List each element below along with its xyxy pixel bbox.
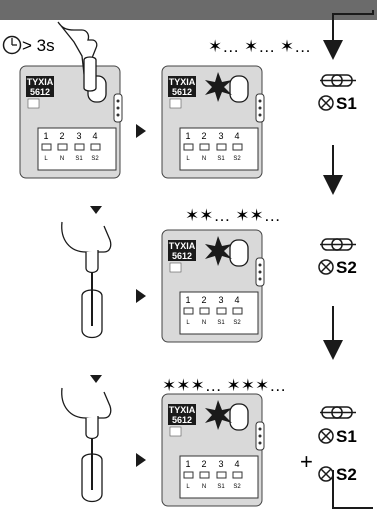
terminal-number: 2 [201,459,206,469]
device-model: 5612 [172,251,192,261]
led-flash-icon [205,236,232,266]
output-label: S2 [336,258,357,277]
terminal-label: N [202,156,206,162]
combine-plus: + [300,449,313,474]
next-arrow-icon [136,289,146,303]
hand-tool-icon [61,387,112,503]
output-label: S2 [336,465,357,484]
device-step-1-flash: TYXIA 5612 1 2 3 4 L N S1 S2 [161,65,265,179]
output-off-icon [318,466,334,482]
terminal-number: 2 [201,295,206,305]
terminal-number: 3 [218,131,223,141]
device-brand: TYXIA [169,77,196,87]
hand-tool-icon [61,221,112,339]
terminal-number: 1 [43,131,48,141]
next-arrow-icon [136,124,146,138]
down-arrow-icon [90,206,102,214]
terminal-label: L [44,156,48,162]
terminal-number: 4 [234,131,239,141]
output-off-icon [318,428,334,444]
terminal-number: 1 [185,131,190,141]
led-flash-icon [205,72,232,102]
hold-duration-label: > 3s [22,36,55,55]
device-model: 5612 [30,87,50,97]
terminal-label: L [186,156,190,162]
terminal-label: S2 [233,156,241,162]
terminal-number: 4 [234,295,239,305]
terminal-number: 3 [218,459,223,469]
link-icon [320,74,356,87]
terminal-number: 1 [185,295,190,305]
loop-return-line [332,470,373,509]
loop-arrow [323,10,374,60]
device-brand: TYXIA [169,241,196,251]
terminal-label: S1 [75,156,83,162]
terminal-label: S1 [217,484,225,490]
terminal-label: S2 [233,320,241,326]
terminal-label: S2 [233,484,241,490]
link-icon [320,238,356,251]
terminal-label: L [186,320,190,326]
device-model: 5612 [172,87,192,97]
terminal-label: S2 [91,156,99,162]
down-arrow-icon [90,375,102,383]
device-brand: TYXIA [27,77,54,87]
terminal-label: S1 [217,156,225,162]
device-step-3-flash: TYXIA 5612 1 2 3 4 L N S1 S2 [161,393,265,507]
header-bar [0,0,377,20]
output-label: S1 [336,427,357,446]
flash-pattern-step-3: ✶✶✶… ✶✶✶… [162,376,286,395]
output-off-icon [318,259,334,275]
terminal-label: N [60,156,64,162]
link-icon [320,406,356,419]
timer-icon [2,35,22,55]
flash-pattern-step-1: ✶… ✶… ✶… [208,37,311,56]
terminal-number: 4 [234,459,239,469]
device-brand: TYXIA [169,405,196,415]
output-off-icon [318,95,334,111]
terminal-label: L [186,484,190,490]
terminal-number: 4 [92,131,97,141]
device-model: 5612 [172,415,192,425]
hand-press-icon [57,21,98,92]
terminal-label: N [202,484,206,490]
terminal-number: 3 [76,131,81,141]
led-flash-icon [205,400,232,430]
terminal-number: 1 [185,459,190,469]
flash-pattern-step-2: ✶✶… ✶✶… [185,206,281,225]
terminal-number: 2 [201,131,206,141]
device-step-2-flash: TYXIA 5612 1 2 3 4 L N S1 S2 [161,229,265,343]
terminal-label: S1 [217,320,225,326]
terminal-number: 3 [218,295,223,305]
next-arrow-icon [136,453,146,467]
terminal-number: 2 [59,131,64,141]
device-step-1-press: TYXIA 5612 1 2 3 4 L N S1 S2 [19,65,123,179]
terminal-label: N [202,320,206,326]
output-label: S1 [336,94,357,113]
